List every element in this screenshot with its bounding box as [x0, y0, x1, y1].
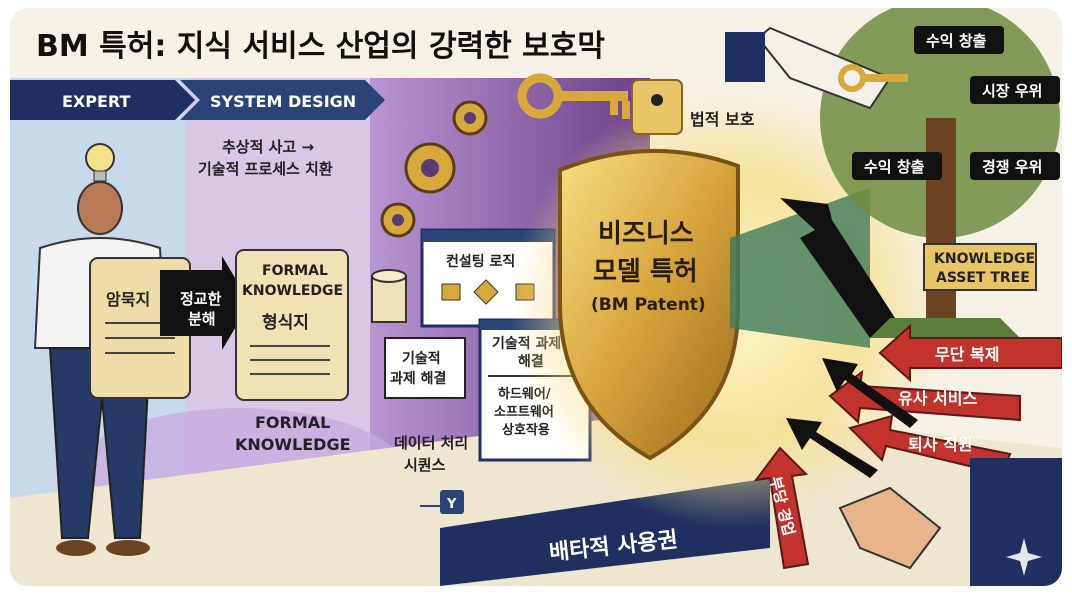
- cuff-bottom: [970, 458, 1062, 586]
- system-note-2: 기술적 프로세스 치환: [198, 160, 333, 178]
- task-left-1: 기술적: [402, 350, 441, 367]
- decompose-arrow: [160, 256, 250, 350]
- shoe-left: [56, 540, 96, 556]
- formal-scroll: FORMAL KNOWLEDGE 형식지: [235, 249, 349, 401]
- tree-tag-box: [914, 26, 1004, 54]
- threat-arrow-1: [878, 323, 1062, 383]
- formal-bottom-1: FORMAL: [255, 413, 330, 432]
- decompose-label-1: 정교한: [180, 290, 222, 308]
- database-icon: [371, 269, 407, 323]
- tree-tag-box: [970, 152, 1060, 180]
- gear-icon-small: [452, 100, 488, 136]
- legal-protection-label: 법적 보호: [690, 110, 755, 129]
- tree-tag-box: [970, 76, 1060, 104]
- tree-tag: 수익 창출: [914, 26, 1004, 54]
- lightbulb-icon: [85, 143, 115, 173]
- task-box-left-frame: [384, 337, 466, 399]
- shield-line-1: 비즈니스: [598, 219, 694, 249]
- hw-label-3: 상호작용: [502, 422, 550, 438]
- key-icon: [517, 73, 630, 119]
- gear-icon: [404, 142, 456, 194]
- deflect-arrow-1: [786, 418, 878, 478]
- cuff-top: [725, 32, 765, 82]
- tree-label-1: KNOWLEDGE: [934, 251, 1035, 267]
- decompose-label-2: 분해: [188, 310, 216, 328]
- gear-icon-left: [380, 202, 416, 238]
- data-label-2: 시퀀스: [404, 456, 446, 474]
- tree-tag-2: 시장 우위: [982, 82, 1042, 100]
- deflect-arrow-2: [822, 358, 918, 428]
- shield-line-3: (BM Patent): [591, 295, 706, 315]
- tree-tag-4: 경쟁 우위: [982, 158, 1042, 176]
- key-icon-top: [838, 64, 908, 92]
- formal-bottom-2: KNOWLEDGE: [235, 435, 351, 454]
- tree-tag: 시장 우위: [970, 76, 1060, 104]
- stage-system-design-label: SYSTEM DESIGN: [210, 92, 356, 111]
- sparkle-icon: [1006, 538, 1042, 576]
- tree-tag-box: [852, 152, 942, 180]
- tree-tag: 경쟁 우위: [970, 152, 1060, 180]
- head: [77, 181, 123, 235]
- tacit-scroll-label: 암묵지: [106, 290, 150, 309]
- stage-expert-label: EXPERT: [62, 92, 131, 111]
- formal-scroll-paper: [235, 249, 349, 401]
- infographic-card: BM 특허: 지식 서비스 산업의 강력한 보호막 EXPERT SYSTEM …: [10, 8, 1062, 586]
- stage-expert: [10, 80, 195, 120]
- data-label-1: 데이터 처리: [394, 434, 468, 452]
- system-note-1: 추상적 사고 →: [222, 138, 314, 156]
- tree-tag-1: 수익 창출: [926, 32, 987, 50]
- consulting-logic-label: 컨설팅 로직: [446, 253, 515, 270]
- formal-label-2: KNOWLEDGE: [242, 283, 343, 299]
- stage-system-design: [180, 80, 385, 120]
- node-y: [440, 490, 464, 514]
- threat-label-3: 퇴사 직원: [908, 435, 972, 454]
- shield-line-2: 모델 특허: [593, 257, 698, 287]
- keyhole-plate: [631, 79, 683, 135]
- shoe-right: [106, 540, 150, 556]
- lightbulb-base: [93, 170, 107, 182]
- infographic: BM 특허: 지식 서비스 산업의 강력한 보호막 EXPERT SYSTEM …: [10, 8, 1062, 586]
- threat-label-2: 유사 서비스: [898, 389, 977, 408]
- tree-label-box: [923, 243, 1037, 291]
- growth-arrow: [780, 198, 895, 338]
- bm-patent-shield: [558, 149, 740, 461]
- task-box-left: 기술적 과제 해결: [384, 337, 466, 399]
- node-y-label: Y: [446, 497, 457, 512]
- tree-label-2: ASSET TREE: [936, 270, 1030, 286]
- explicit-label: 형식지: [262, 312, 309, 333]
- task-left-2: 과제 해결: [390, 370, 446, 387]
- keyhole-icon: [651, 94, 663, 106]
- threat-label-1: 무단 복제: [935, 345, 999, 364]
- formal-label-1: FORMAL: [262, 263, 328, 279]
- page-title: BM 특허: 지식 서비스 산업의 강력한 보호막: [36, 29, 605, 64]
- tree-ground: [870, 318, 1020, 338]
- threat-arrow-4: [753, 446, 810, 570]
- tree-tag-3: 수익 창출: [864, 158, 925, 176]
- hand-bottom: [838, 486, 942, 570]
- tree-tag: 수익 창출: [852, 152, 942, 180]
